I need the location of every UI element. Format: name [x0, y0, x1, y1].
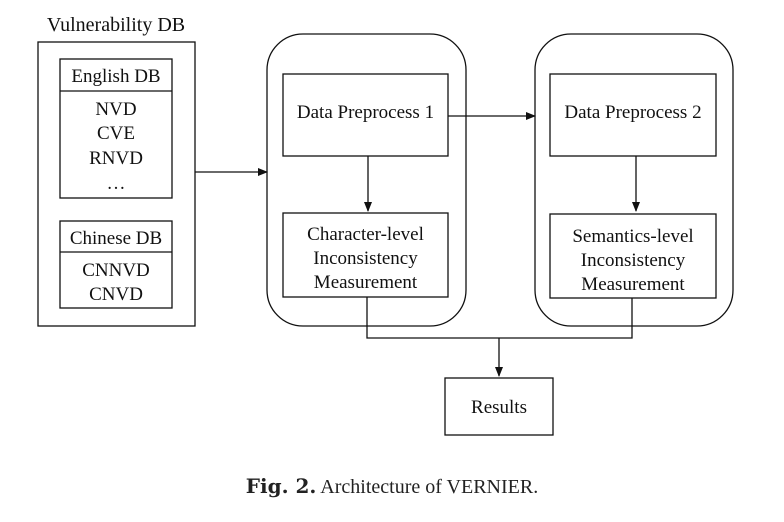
measurement-label: Measurement: [581, 274, 685, 295]
semantics-level-label: Semantics-level: [572, 226, 693, 247]
architecture-diagram: Vulnerability DB English DB NVD CVE RNVD…: [37, 14, 734, 436]
character-level-measurement-box: [282, 212, 449, 298]
english-db-item: NVD: [95, 99, 136, 120]
caption-label: Fig. 2.: [245, 474, 317, 498]
character-level-label: Character-level: [307, 224, 424, 245]
chinese-db-item: CNNVD: [82, 260, 150, 281]
english-db-title: English DB: [71, 66, 160, 87]
inconsistency-label: Inconsistency: [313, 248, 418, 269]
data-preprocess-1-box: [282, 73, 449, 157]
data-preprocess-1-label: Data Preprocess 1: [297, 102, 434, 123]
semantics-level-measurement-box: [549, 213, 717, 299]
chinese-db-box: [59, 220, 173, 309]
data-preprocess-2-box: [549, 73, 717, 157]
vulnerability-db-title: Vulnerability DB: [47, 14, 185, 36]
stage2-container: [534, 33, 734, 327]
english-db-item: RNVD: [89, 148, 143, 169]
measurement-label: Measurement: [314, 272, 418, 293]
data-preprocess-2-label: Data Preprocess 2: [564, 102, 701, 123]
chinese-db-title: Chinese DB: [70, 228, 162, 249]
vulnerability-db-box: [37, 41, 196, 327]
english-db-item: CVE: [97, 123, 135, 144]
results-label: Results: [471, 397, 527, 418]
figure-caption: Fig. 2. Architecture of VERNIER.: [0, 474, 784, 499]
inconsistency-label: Inconsistency: [581, 250, 686, 271]
english-db-box: [59, 58, 173, 199]
chinese-db-item: CNVD: [89, 284, 143, 305]
results-box: [444, 377, 554, 436]
caption-text: Architecture of VERNIER.: [320, 476, 539, 498]
measurements-merge-connector: [366, 297, 633, 339]
english-db-ellipsis: …: [107, 173, 126, 194]
